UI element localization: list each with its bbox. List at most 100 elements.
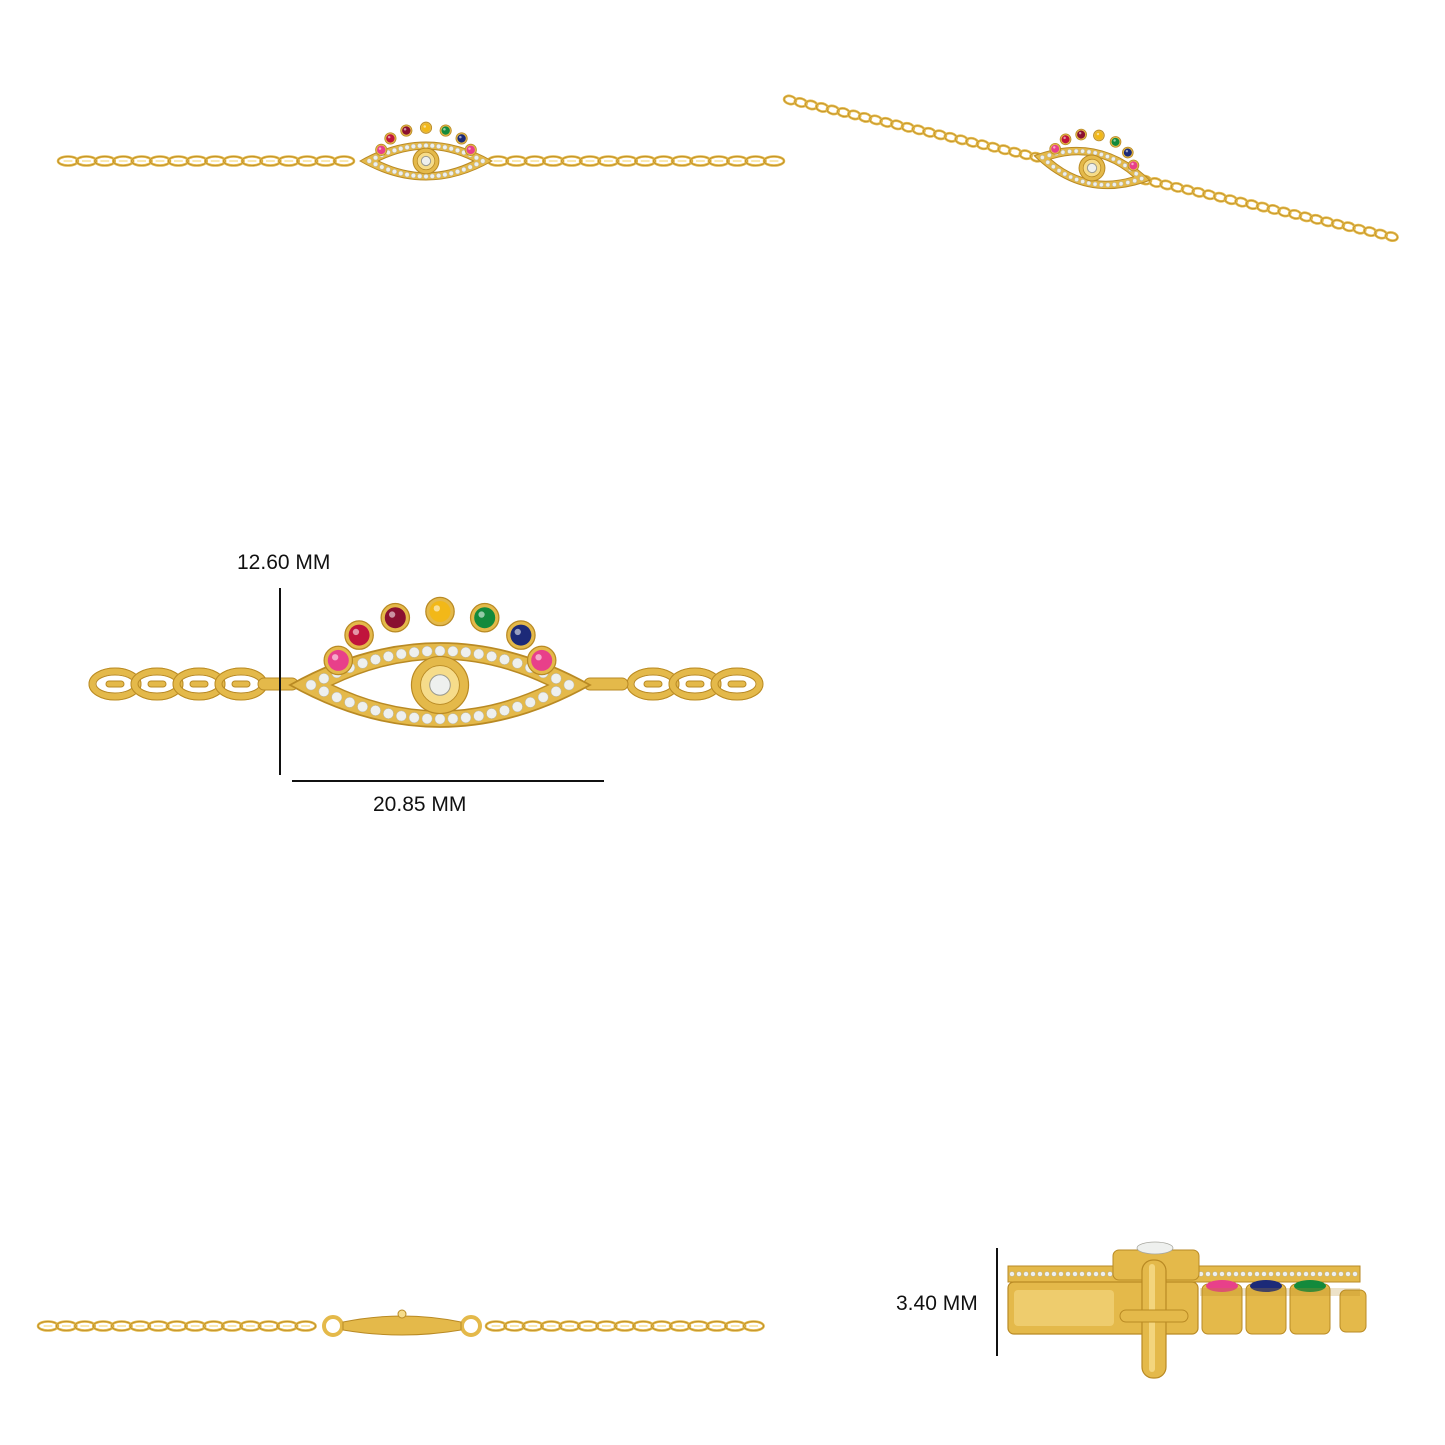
back-chain-link bbox=[503, 1320, 526, 1332]
chain-link bbox=[725, 155, 749, 167]
chain-link bbox=[75, 155, 98, 167]
back-chain-link bbox=[723, 1320, 747, 1332]
back-chain-link bbox=[220, 1320, 244, 1332]
back-chain-link bbox=[128, 1320, 152, 1332]
back-charm-plate bbox=[342, 1315, 462, 1336]
chain-link bbox=[222, 155, 245, 167]
back-chain-link bbox=[91, 1320, 115, 1332]
back-chain-link bbox=[183, 1320, 207, 1332]
chain-link bbox=[111, 155, 135, 167]
back-chain-link bbox=[613, 1320, 637, 1332]
diamond-pave bbox=[305, 645, 575, 725]
chain-link bbox=[597, 155, 620, 167]
back-chain-link bbox=[668, 1320, 692, 1332]
gemstone-emerald bbox=[1111, 137, 1120, 146]
angled-evil-eye-charm bbox=[1033, 128, 1151, 190]
back-right-ring bbox=[460, 1315, 482, 1337]
diamond-pave bbox=[366, 143, 486, 179]
chain-link bbox=[560, 155, 583, 167]
chain-link bbox=[652, 155, 675, 167]
back-chain-link bbox=[576, 1320, 600, 1332]
width-dimension-label: 20.85 MM bbox=[373, 793, 467, 816]
gemstone-garnet bbox=[1077, 130, 1086, 139]
back-chain-link bbox=[275, 1320, 299, 1332]
back-chain-link bbox=[484, 1320, 508, 1332]
chain-link bbox=[332, 155, 356, 167]
back-chain-link bbox=[202, 1320, 225, 1332]
chain-link bbox=[56, 155, 80, 167]
chain-link bbox=[185, 155, 209, 167]
chain-link bbox=[523, 155, 547, 167]
chain-link bbox=[578, 155, 602, 167]
chain-link bbox=[167, 155, 190, 167]
back-chain-link bbox=[650, 1320, 673, 1332]
back-chain-link bbox=[36, 1320, 60, 1332]
side-charm-body bbox=[1007, 1241, 1367, 1379]
diamond-pave bbox=[1040, 148, 1144, 188]
chain-link bbox=[314, 155, 337, 167]
back-chain bbox=[36, 1320, 765, 1332]
back-chain-link bbox=[55, 1320, 78, 1332]
chain-link bbox=[744, 155, 767, 167]
chain-link bbox=[259, 155, 282, 167]
evil-eye-charm bbox=[358, 121, 494, 181]
back-chain-link bbox=[558, 1320, 581, 1332]
large-chain bbox=[88, 667, 764, 701]
chain-link bbox=[505, 155, 528, 167]
back-chain-link bbox=[239, 1320, 262, 1332]
gemstone-sapphire bbox=[1123, 148, 1132, 157]
depth-dimension-label: 3.40 MM bbox=[896, 1292, 978, 1315]
gemstone-citrine bbox=[1094, 131, 1103, 140]
back-charm-bar bbox=[322, 1309, 482, 1337]
chain-link bbox=[130, 155, 153, 167]
height-dimension-label: 12.60 MM bbox=[237, 551, 331, 574]
chain-link bbox=[689, 155, 712, 167]
side-center-diamond bbox=[1136, 1241, 1174, 1255]
gemstone-lashes bbox=[375, 121, 477, 156]
back-chain-link bbox=[165, 1320, 189, 1332]
chain-link bbox=[541, 155, 565, 167]
chain-link bbox=[93, 155, 117, 167]
chain-link bbox=[615, 155, 639, 167]
large-chain-link bbox=[710, 667, 764, 701]
pupil-diamond bbox=[1086, 162, 1098, 174]
chain-link bbox=[707, 155, 731, 167]
chain-link bbox=[670, 155, 694, 167]
pupil-diamond bbox=[420, 155, 432, 167]
side-gem-sapphire bbox=[1250, 1280, 1282, 1292]
gemstone-ruby bbox=[1061, 135, 1070, 144]
gemstone-pink bbox=[1129, 161, 1138, 170]
back-chain-link bbox=[595, 1320, 618, 1332]
pupil-diamond bbox=[429, 674, 451, 696]
chain-link bbox=[240, 155, 264, 167]
chain-link bbox=[762, 155, 786, 167]
back-chain-link bbox=[705, 1320, 729, 1332]
back-chain-link bbox=[631, 1320, 655, 1332]
chain-link bbox=[148, 155, 172, 167]
angled-chain-link bbox=[1384, 231, 1399, 242]
chain-left bbox=[56, 155, 356, 167]
side-gem-pink bbox=[1206, 1280, 1238, 1292]
back-chain-link bbox=[687, 1320, 710, 1332]
back-chain-link bbox=[521, 1320, 545, 1332]
side-crossbar bbox=[1119, 1309, 1189, 1323]
side-gem-emerald bbox=[1294, 1280, 1326, 1292]
chain-link bbox=[295, 155, 319, 167]
gemstone-pink bbox=[1051, 144, 1060, 153]
angled-chain bbox=[782, 94, 1399, 242]
large-evil-eye-charm bbox=[288, 596, 592, 728]
back-chain-link bbox=[539, 1320, 563, 1332]
back-chain-link bbox=[110, 1320, 133, 1332]
gemstone-lashes bbox=[1049, 128, 1140, 172]
chain-link bbox=[277, 155, 301, 167]
back-chain-link bbox=[73, 1320, 97, 1332]
back-chain-link bbox=[294, 1320, 317, 1332]
chain-link bbox=[203, 155, 227, 167]
side-end-bezel bbox=[1339, 1289, 1367, 1333]
back-center-bezel bbox=[397, 1309, 407, 1319]
